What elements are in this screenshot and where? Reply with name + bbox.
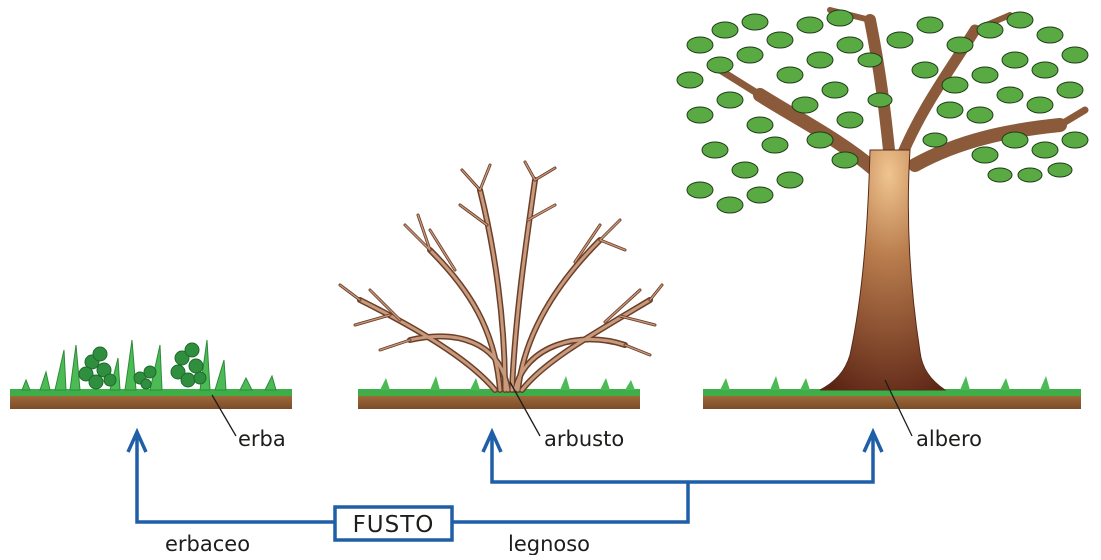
woody-branch-line	[490, 432, 875, 484]
tree-illustration: albero	[676, 7, 1089, 451]
herb-grass-blades	[21, 339, 277, 391]
woody-connector	[452, 482, 690, 524]
herb-label: erba	[238, 427, 286, 451]
tree-label: albero	[916, 427, 982, 451]
tree-foliage	[676, 9, 1089, 214]
herb-illustration: erba	[10, 339, 292, 451]
woody-label: legnoso	[508, 532, 590, 555]
shrub-arrowhead	[481, 427, 503, 453]
herbaceous-label: erbaceo	[165, 532, 250, 555]
shrub-soil	[358, 395, 640, 409]
tree-label-line	[884, 379, 913, 437]
herb-soil	[10, 395, 292, 409]
tree-trunk	[819, 149, 947, 391]
tree-grass-strip	[703, 389, 1081, 396]
tree-arrowhead	[862, 427, 884, 453]
tree-soil	[703, 395, 1081, 409]
herb-leafy-clumps	[78, 342, 207, 390]
herb-grass-strip	[10, 389, 292, 396]
shrub-branches	[338, 160, 664, 393]
herb-label-line	[211, 394, 237, 437]
herbaceous-arrowhead	[126, 427, 148, 453]
classification-arrows	[126, 427, 884, 524]
shrub-grass-blades	[380, 376, 635, 390]
shrub-label: arbusto	[544, 427, 624, 451]
tree-grass-blades	[720, 376, 1050, 390]
fusto-label: FUSTO	[353, 512, 435, 538]
herbaceous-connector	[135, 432, 335, 524]
fusto-box	[333, 505, 454, 542]
shrub-label-line	[509, 381, 541, 437]
shrub-illustration: arbusto	[338, 160, 664, 451]
